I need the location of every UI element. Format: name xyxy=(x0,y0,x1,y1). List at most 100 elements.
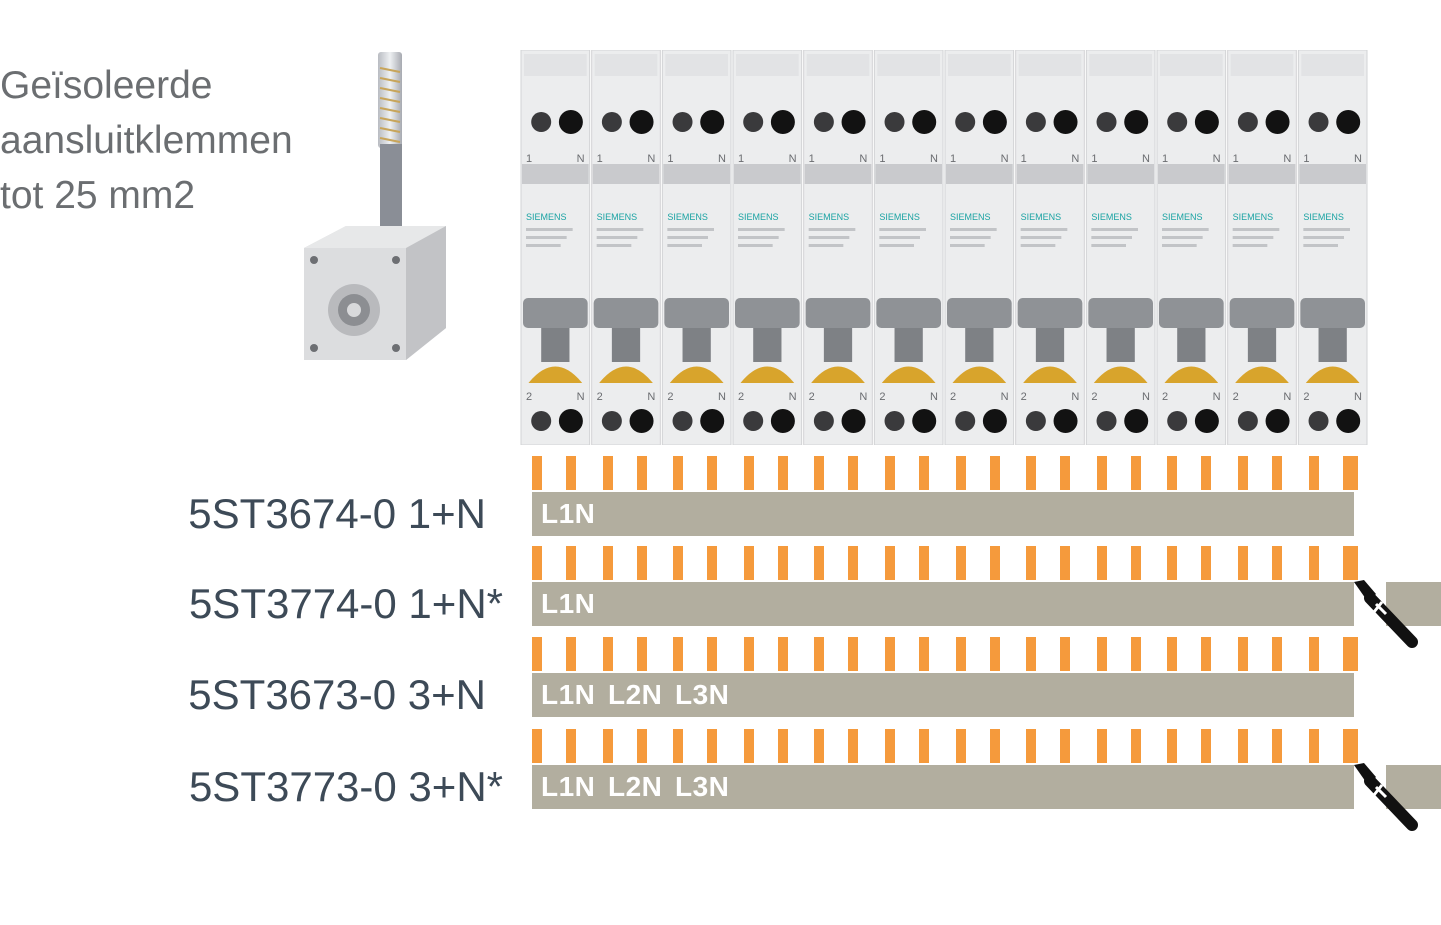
svg-text:SIEMENS: SIEMENS xyxy=(809,212,850,222)
busbar-pin xyxy=(1026,456,1037,490)
busbar-pin xyxy=(566,546,576,580)
busbar-pin xyxy=(707,456,718,490)
phase-label: L1N xyxy=(541,679,596,710)
svg-text:2: 2 xyxy=(526,391,532,403)
busbar-pin xyxy=(1130,637,1141,671)
busbar-pin xyxy=(1060,637,1071,671)
busbar-pin xyxy=(743,729,754,763)
busbar-pin xyxy=(602,729,613,763)
busbar-pin xyxy=(1342,729,1353,763)
svg-text:1: 1 xyxy=(1233,153,1239,165)
busbar-pin xyxy=(1096,456,1107,490)
busbar-pin xyxy=(885,637,895,671)
busbar-pin xyxy=(919,637,929,671)
busbar-pin xyxy=(1308,637,1319,671)
busbar-pin xyxy=(707,729,718,763)
busbar-pin xyxy=(919,546,929,580)
busbar: L1N L2N L3N xyxy=(532,673,1354,717)
busbar-pin xyxy=(848,546,859,580)
svg-text:N: N xyxy=(1213,391,1221,403)
svg-text:N: N xyxy=(1001,391,1009,403)
svg-text:1: 1 xyxy=(738,153,744,165)
busbar-pin xyxy=(1348,546,1358,580)
busbar-pin xyxy=(1238,546,1248,580)
phase-label: L1N xyxy=(541,498,596,529)
busbar-pin xyxy=(989,546,1000,580)
phase-label: L2N xyxy=(608,679,663,710)
phase-label: L2N xyxy=(608,771,663,802)
svg-text:2: 2 xyxy=(809,391,815,403)
svg-text:N: N xyxy=(859,391,867,403)
busbar-pin xyxy=(707,546,718,580)
busbar-pin xyxy=(1342,546,1353,580)
svg-text:2: 2 xyxy=(1233,391,1239,403)
busbar-pin xyxy=(1272,456,1282,490)
busbar-pin xyxy=(1130,729,1141,763)
busbar-pin xyxy=(1308,456,1319,490)
busbar-pin xyxy=(743,456,754,490)
busbar-pin xyxy=(532,546,542,580)
svg-text:SIEMENS: SIEMENS xyxy=(1091,212,1132,222)
svg-text:N: N xyxy=(1071,391,1079,403)
busbar-pin xyxy=(673,637,684,671)
busbar-pin xyxy=(955,546,966,580)
svg-text:1: 1 xyxy=(597,153,603,165)
busbar-pin xyxy=(1238,456,1248,490)
svg-text:1: 1 xyxy=(526,153,532,165)
busbar-pin xyxy=(777,546,788,580)
busbar-pin xyxy=(532,456,542,490)
svg-text:1: 1 xyxy=(809,153,815,165)
busbar-pin xyxy=(1308,729,1319,763)
svg-text:2: 2 xyxy=(950,391,956,403)
busbar-pin xyxy=(673,546,684,580)
svg-text:2: 2 xyxy=(1162,391,1168,403)
svg-text:N: N xyxy=(930,391,938,403)
busbar-pin xyxy=(1096,546,1107,580)
cutter-icon xyxy=(1354,763,1418,831)
busbar-pin xyxy=(955,729,966,763)
busbar-pin xyxy=(1272,729,1282,763)
busbar: L1N xyxy=(532,492,1354,536)
phase-label: L3N xyxy=(675,771,730,802)
caption-line-1: Geïsoleerde xyxy=(0,64,213,107)
svg-text:1: 1 xyxy=(879,153,885,165)
busbar-pin xyxy=(848,729,859,763)
svg-text:1: 1 xyxy=(1021,153,1027,165)
svg-text:N: N xyxy=(1071,153,1079,165)
svg-text:N: N xyxy=(577,153,585,165)
svg-text:SIEMENS: SIEMENS xyxy=(1162,212,1203,222)
busbar-pin xyxy=(636,637,647,671)
busbar-product-label: 5ST3773-0 3+N* xyxy=(188,763,503,810)
busbar-pin xyxy=(566,729,576,763)
busbar-pin xyxy=(1130,456,1141,490)
caption-line-3: tot 25 mm2 xyxy=(0,174,196,217)
busbar-pin xyxy=(1201,456,1212,490)
busbar-pin xyxy=(919,456,929,490)
busbar-pin xyxy=(1026,729,1037,763)
connection-terminal-image xyxy=(304,52,446,360)
busbar-pin xyxy=(1060,456,1071,490)
busbar-pin xyxy=(707,637,718,671)
busbar-product-label: 5ST3673-0 3+N xyxy=(188,671,486,718)
busbar-pin xyxy=(1026,637,1037,671)
busbar-pin xyxy=(777,456,788,490)
busbar-pin xyxy=(885,546,895,580)
phase-label: L3N xyxy=(675,679,730,710)
busbar-pin xyxy=(1348,456,1358,490)
svg-text:1: 1 xyxy=(667,153,673,165)
busbar-pin xyxy=(1167,729,1178,763)
svg-text:N: N xyxy=(718,153,726,165)
svg-text:2: 2 xyxy=(1303,391,1309,403)
busbar-pin xyxy=(1272,546,1282,580)
svg-text:N: N xyxy=(1142,391,1150,403)
busbar-pin xyxy=(1096,637,1107,671)
busbar-pin xyxy=(814,456,825,490)
